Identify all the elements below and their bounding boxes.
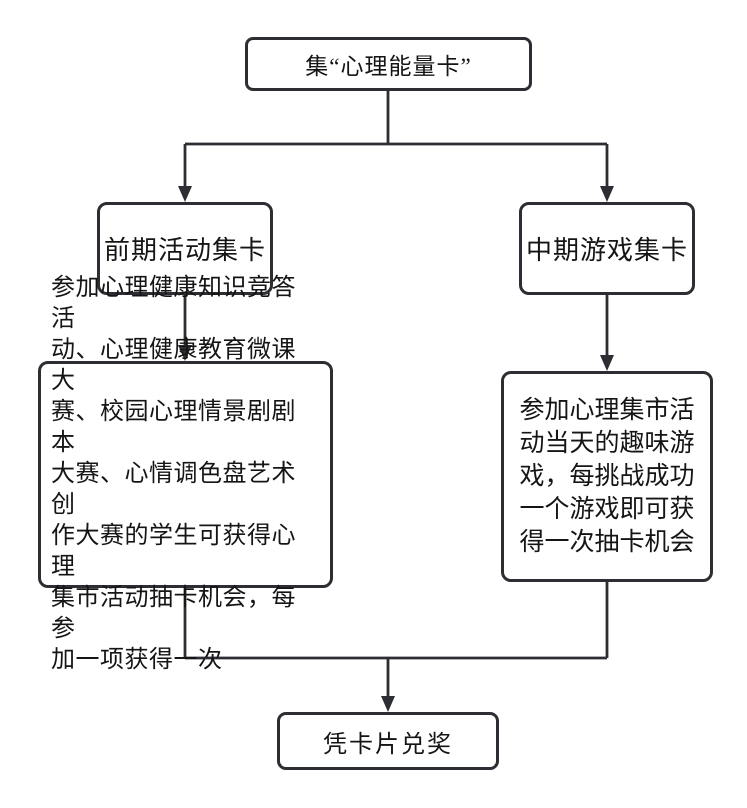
arrowhead-left-detail	[178, 345, 192, 361]
node-early-activity-detail: 参加心理健康知识竞答活 动、心理健康教育微课大 赛、校园心理情景剧剧本 大赛、心…	[38, 275, 333, 673]
node-redeem-prize: 凭卡片兑奖	[277, 712, 499, 770]
connector-root-to-branches	[183, 91, 609, 189]
node-collect-energy-card: 集“心理能量卡”	[245, 37, 532, 91]
arrowhead-left-branch	[178, 186, 192, 202]
arrowhead-right-detail	[600, 355, 614, 371]
arrowhead-bottom	[381, 696, 395, 712]
node-mid-game-detail: 参加心理集市活 动当天的趣味游 戏，每挑战成功 一个游戏即可获 得一次抽卡机会	[501, 371, 713, 582]
connector-lines	[183, 91, 609, 699]
node-mid-game-collection: 中期游戏集卡	[519, 202, 695, 295]
arrowhead-right-branch	[600, 186, 614, 202]
arrowheads	[178, 186, 614, 712]
node-early-activity-collection: 前期活动集卡	[97, 202, 273, 295]
connector-merge-to-bottom	[183, 582, 609, 699]
